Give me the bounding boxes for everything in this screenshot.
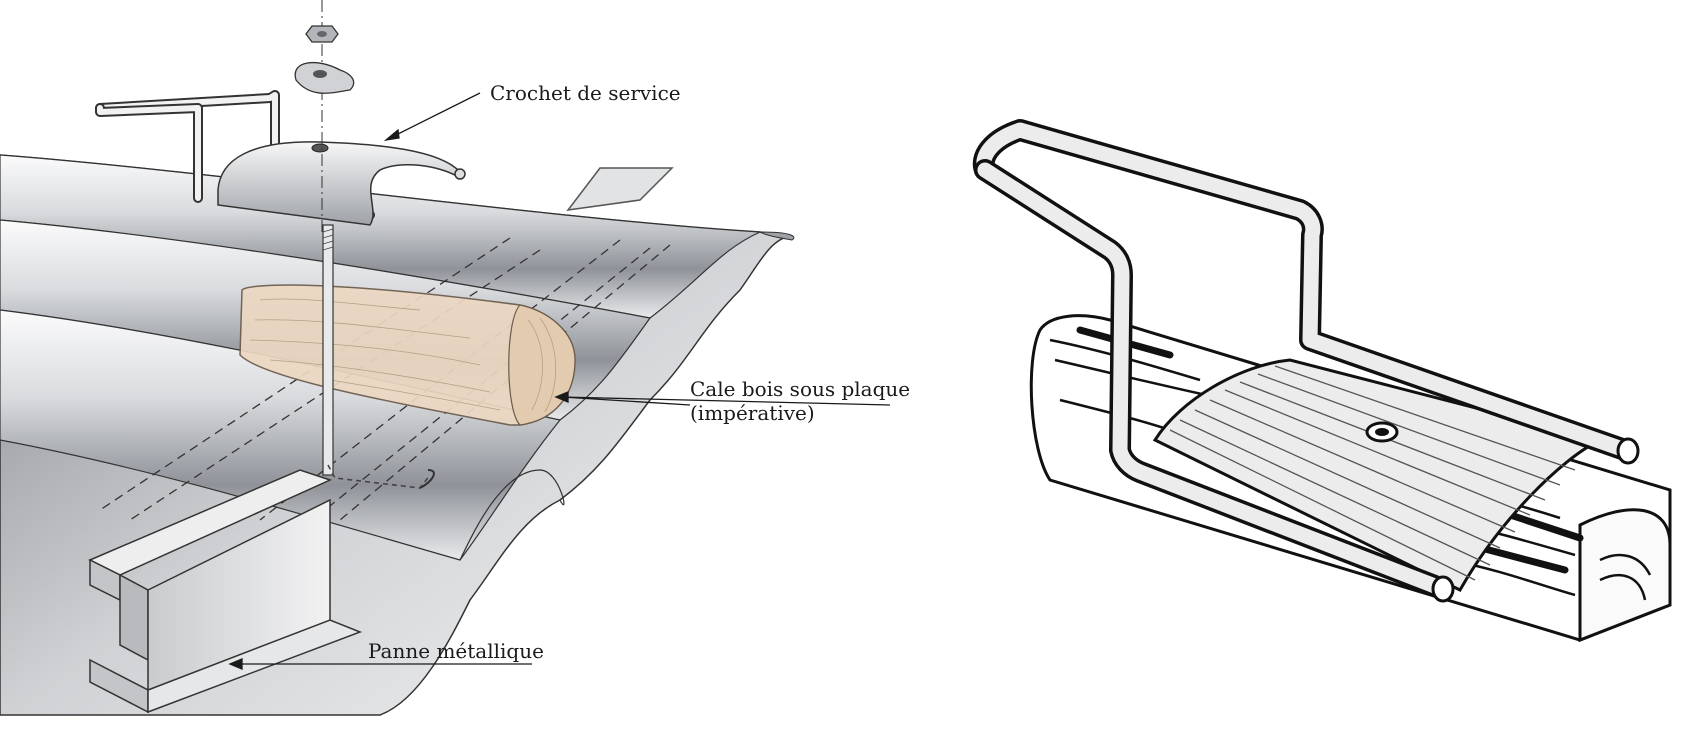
- right-saddle-plate: [1152, 358, 1605, 592]
- purlin-top-flange: [566, 167, 674, 211]
- hook-bolt: [322, 224, 435, 489]
- right-wire-hook: [972, 119, 1640, 603]
- wedge-label-line2: (impérative): [690, 401, 815, 425]
- purlin-label: Panne métallique: [368, 639, 544, 663]
- right-illustration: [972, 119, 1672, 643]
- saddle-plate: [217, 141, 466, 226]
- left-illustration: Crochet de service Cale bois sous plaque…: [0, 0, 910, 716]
- hook-label: Crochet de service: [490, 81, 681, 105]
- corrugated-roof-sheet: [0, 154, 795, 716]
- wedge-label-line1: Cale bois sous plaque: [690, 377, 910, 401]
- nut-and-washer: [294, 0, 355, 235]
- purlin-i-beam: [88, 469, 363, 714]
- leader-lines: [228, 92, 891, 670]
